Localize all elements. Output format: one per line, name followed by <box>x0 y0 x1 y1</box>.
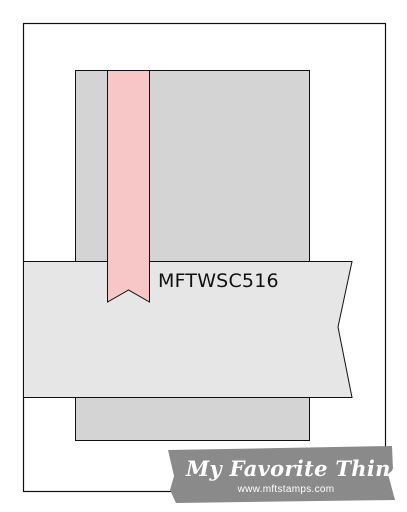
sketch-code-label: MFTWSC516 <box>158 270 279 292</box>
banner-strip <box>23 261 353 398</box>
logo-plate <box>168 446 395 503</box>
pink-ribbon <box>107 70 150 303</box>
